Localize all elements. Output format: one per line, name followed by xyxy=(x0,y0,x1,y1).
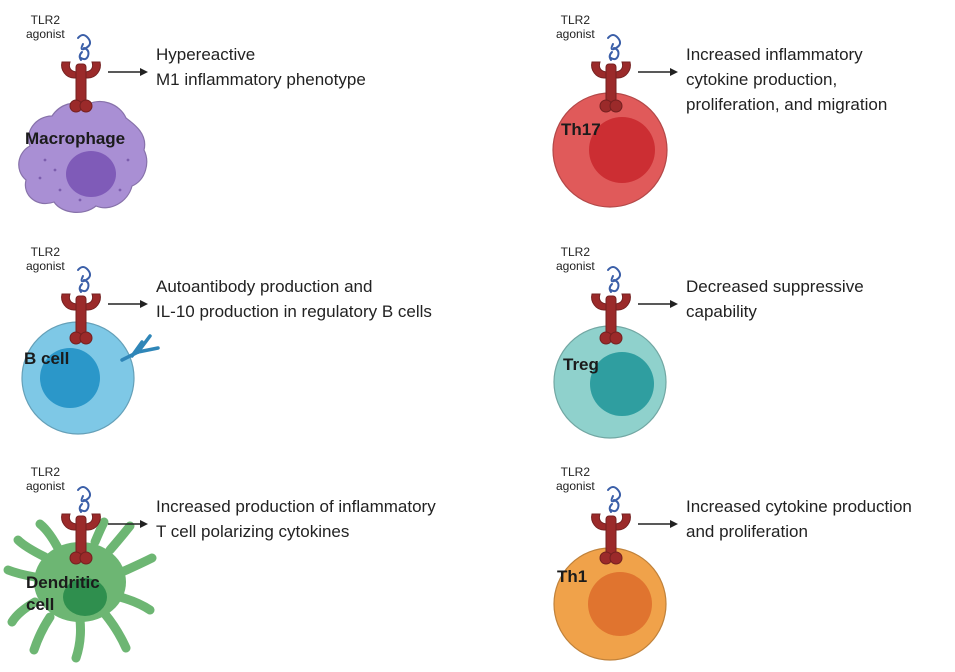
arrow-icon xyxy=(108,300,148,308)
th1-nucleus xyxy=(588,572,652,636)
dendritic-processes xyxy=(3,517,157,663)
th17-nucleus xyxy=(589,117,655,183)
macrophage-nucleus xyxy=(66,151,116,197)
cell-label: B cell xyxy=(24,349,70,368)
dendritic-cell-figure xyxy=(3,486,157,663)
th1-figure xyxy=(553,486,678,661)
cell-label: Treg xyxy=(563,355,599,374)
tlr2-receptor-icon xyxy=(61,61,101,113)
arrow-icon xyxy=(638,300,678,308)
cell-label: Dendritic cell xyxy=(26,573,100,614)
effect-text: Decreased suppressive capability xyxy=(686,277,864,321)
effect-text: Autoantibody production and IL-10 produc… xyxy=(156,277,432,321)
tlr2-receptor-icon xyxy=(591,61,631,113)
effect-text: Increased cytokine production and prolif… xyxy=(686,497,912,541)
effect-text: Increased inflammatory cytokine producti… xyxy=(686,45,888,114)
macrophage-granules xyxy=(38,138,130,202)
tlr2-agonist-icon xyxy=(607,266,622,293)
tlr2-receptor-icon xyxy=(61,513,101,565)
tlr2-agonist-icon xyxy=(77,486,92,513)
antibody-icon xyxy=(120,334,160,362)
effect-text: Increased production of inflammatory T c… xyxy=(156,497,436,541)
th17-figure xyxy=(552,34,678,208)
macrophage-figure xyxy=(18,34,148,213)
cell-label: Th17 xyxy=(561,120,601,139)
treg-figure xyxy=(553,266,678,439)
tlr2-agonist-icon xyxy=(607,34,622,61)
tlr2-receptor-icon xyxy=(591,293,631,345)
arrow-icon xyxy=(108,68,148,76)
treg-nucleus xyxy=(590,352,654,416)
b-cell-nucleus xyxy=(40,348,100,408)
cell-label: Th1 xyxy=(557,567,588,586)
effect-text: Hypereactive M1 inflammatory phenotype xyxy=(156,45,366,89)
dendritic-nucleus xyxy=(63,578,107,616)
arrow-icon xyxy=(638,68,678,76)
b-cell-figure xyxy=(21,266,160,435)
tlr2-agonist-icon xyxy=(77,34,92,61)
cell-label: Macrophage xyxy=(25,129,126,148)
tlr2-agonist-icon xyxy=(607,486,622,513)
tlr2-receptor-icon xyxy=(591,513,631,565)
tlr2-agonist-icon xyxy=(77,266,92,293)
arrow-icon xyxy=(108,520,148,528)
arrow-icon xyxy=(638,520,678,528)
tlr2-receptor-icon xyxy=(61,293,101,345)
